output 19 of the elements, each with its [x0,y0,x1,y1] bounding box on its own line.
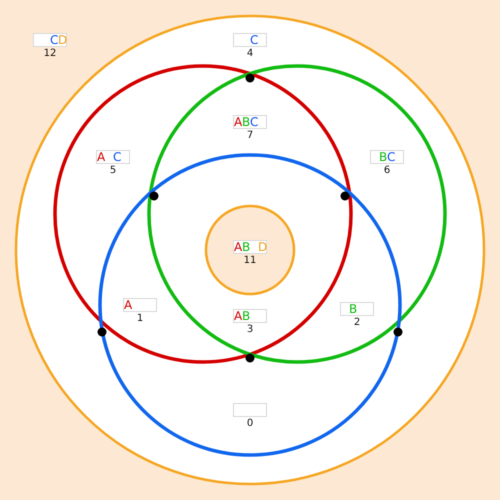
region-number: 5 [110,165,116,176]
region-number: 0 [246,418,254,429]
set-code: C [233,33,267,47]
set-code: AB [233,309,267,323]
region-number: 11 [244,255,256,266]
region-number: 4 [246,48,254,59]
set-code: A C [96,150,130,164]
set-code: A [123,298,157,312]
set-code: BC [370,150,404,164]
region-number: 3 [246,324,254,335]
region-number: 1 [136,313,144,324]
region-number: 6 [384,165,390,176]
region-number: 7 [246,130,254,141]
set-code: ABC [233,115,267,129]
set-code: CD [33,33,67,47]
set-code: AB D [233,240,267,254]
set-code: B [340,302,374,316]
region-number: 2 [354,317,360,328]
region-number: 12 [44,48,56,59]
